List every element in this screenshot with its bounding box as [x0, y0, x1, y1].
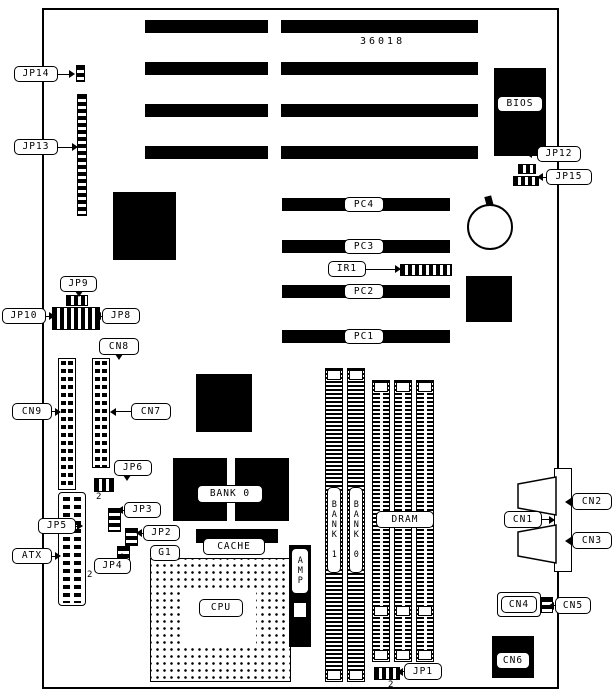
- pc2-label: PC2: [344, 284, 384, 299]
- keyboard-controller-chip: [466, 276, 512, 322]
- bios-label: BIOS: [497, 96, 543, 112]
- io-controller-chip: [113, 192, 176, 260]
- slot-latch: [396, 650, 410, 660]
- slot-latch: [418, 650, 432, 660]
- jp9-callout: JP9: [60, 276, 97, 292]
- jp14-callout: JP14: [14, 66, 69, 82]
- amp-label: AMP: [291, 548, 309, 594]
- cpu-label: CPU: [199, 599, 243, 617]
- cn8-cn7-header: [92, 358, 110, 468]
- ir1-callout: IR1: [328, 261, 395, 277]
- atx-pin2-marker: 2: [87, 570, 93, 580]
- slot-latch: [349, 670, 363, 680]
- isa-slot-segment: [145, 104, 268, 117]
- atx-callout: ATX: [12, 548, 55, 564]
- pin-column: [74, 497, 81, 603]
- jp12-connector: [518, 164, 536, 174]
- clock-generator-chip: [196, 374, 252, 432]
- pc3-label: PC3: [344, 239, 384, 254]
- slot-latch: [327, 670, 341, 680]
- jp3-callout: JP3: [123, 502, 161, 518]
- slot-notch: [374, 606, 388, 616]
- cn6-callout: CN6: [496, 652, 530, 669]
- jp8-callout: JP8: [101, 308, 140, 324]
- slot-latch: [418, 382, 432, 392]
- slot-notch: [418, 606, 432, 616]
- isa-slot-segment: [281, 62, 478, 75]
- jp13-callout: JP13: [14, 139, 72, 155]
- jp2-callout: JP2: [142, 525, 180, 541]
- jp13-connector: [77, 94, 87, 216]
- cn2-callout: CN2: [571, 493, 612, 510]
- cn5-callout: CN5: [554, 597, 591, 614]
- pc4-label: PC4: [344, 197, 384, 212]
- isa-slot-segment: [145, 62, 268, 75]
- jp4-callout: JP4: [94, 553, 131, 574]
- pin-column: [61, 361, 66, 489]
- amp-pad: [293, 602, 307, 618]
- cache-bank0-label: BANK 0: [197, 485, 263, 503]
- bank1-label: BANK 1: [327, 487, 341, 573]
- isa-slot-segment: [281, 104, 478, 117]
- cn4-callout: CN4: [501, 596, 537, 613]
- cn7-callout: CN7: [116, 403, 171, 420]
- slot-latch: [396, 382, 410, 392]
- bank0-label: BANK 0: [349, 487, 363, 573]
- pin-column: [95, 361, 100, 467]
- pin-column: [63, 497, 70, 603]
- cn3-callout: CN3: [571, 532, 612, 549]
- jp14-connector: [76, 65, 85, 82]
- slot-latch: [349, 370, 363, 380]
- part-number: 36018: [360, 36, 406, 47]
- cn9-header: [58, 358, 76, 490]
- jp3-connector: [108, 508, 121, 532]
- cn8-callout: CN8: [99, 338, 139, 355]
- jp10-jp8-jumper-block: [52, 307, 100, 330]
- slot-latch: [374, 382, 388, 392]
- jp1-callout: JP1: [403, 663, 442, 680]
- isa-slot-segment: [145, 20, 268, 33]
- isa-slot-segment: [281, 146, 478, 159]
- jp15-connector: [513, 176, 539, 186]
- jp1-pin2-marker: 2: [388, 680, 394, 690]
- g1-callout: G1: [150, 545, 180, 561]
- slot-latch: [327, 370, 341, 380]
- isa-slot-segment: [281, 20, 478, 33]
- jp6-connector: [94, 478, 114, 492]
- cn9-callout: CN9: [12, 403, 55, 420]
- dram-label: DRAM: [376, 511, 434, 528]
- jp2-connector: [125, 528, 138, 546]
- slot-notch: [396, 606, 410, 616]
- pin-column: [68, 361, 73, 489]
- bios-chip: [494, 68, 546, 156]
- jp12-callout: JP12: [532, 146, 581, 162]
- cn2-serial-port: [517, 476, 557, 516]
- battery: [467, 204, 513, 250]
- ir1-connector: [400, 264, 452, 276]
- pc1-label: PC1: [344, 329, 384, 344]
- isa-slot-segment: [145, 146, 268, 159]
- cache-label: CACHE: [203, 538, 265, 555]
- jp5-callout: JP5: [38, 518, 77, 534]
- jp6-callout: JP6: [114, 460, 152, 481]
- cn3-serial-port: [517, 524, 557, 564]
- cn1-callout: CN1: [504, 511, 549, 528]
- atx-power-connector: [58, 492, 86, 606]
- jp10-callout: JP10: [2, 308, 49, 324]
- slot-latch: [374, 650, 388, 660]
- jp15-callout: JP15: [543, 169, 592, 185]
- pin-column: [102, 361, 107, 467]
- jp6-pin2-marker: 2: [96, 492, 102, 502]
